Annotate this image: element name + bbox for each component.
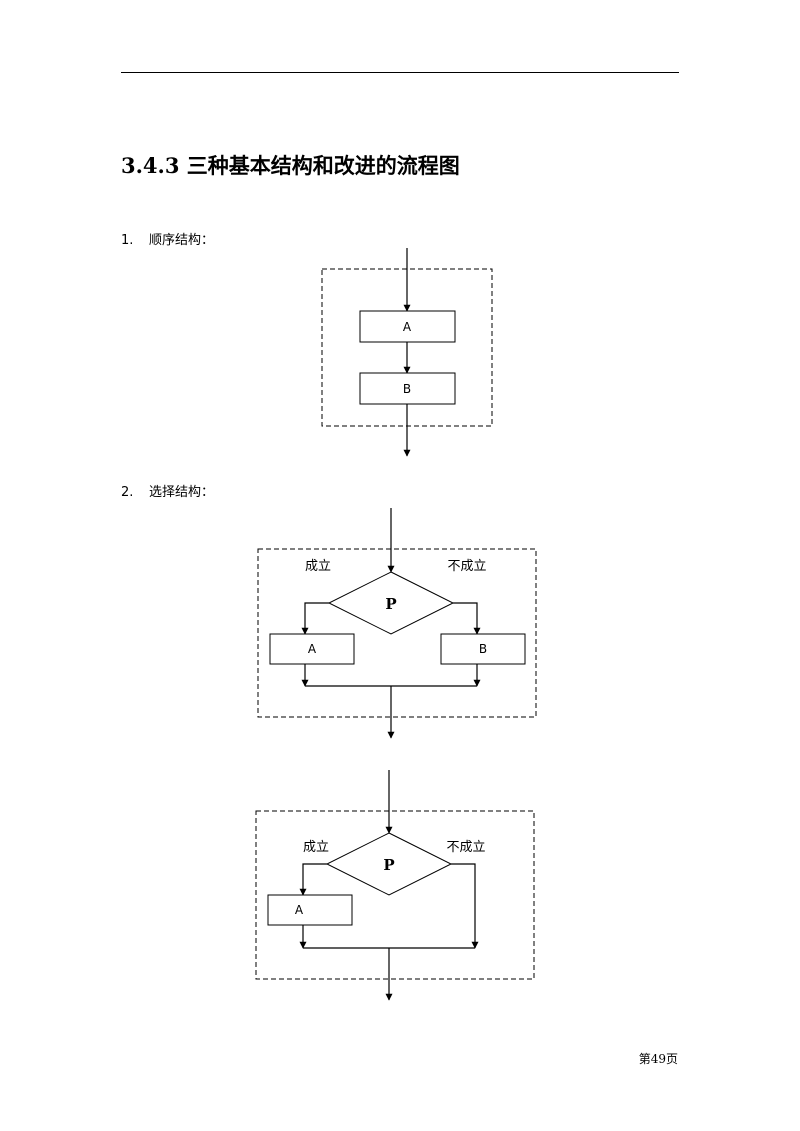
false-branch-arrow [451,863,479,949]
dashed-boundary [255,810,535,980]
process-box-a-label: A [403,320,412,334]
process-box-a: A [359,310,456,343]
process-box-a-label: A [308,642,317,656]
dashed-boundary [257,548,537,718]
decision-condition: P [385,595,396,613]
selection-diagram-single-branch: P 成立 不成立 A [255,770,535,1001]
list-item-number: 2. [121,485,134,500]
true-branch-label: 成立 [305,559,331,574]
list-item-label: 顺序结构： [149,233,215,248]
process-box-b-label: B [403,382,411,396]
list-item-number: 1. [121,233,134,248]
page-number: 第49页 [638,1052,678,1066]
selection-diagram-two-branches: P 成立 不成立 A B [257,508,537,739]
list-item-label: 选择结构： [149,485,215,500]
true-branch-label: 成立 [303,840,329,855]
process-box-b-label: B [479,642,487,656]
process-box-b: B [440,633,526,665]
process-box-a: A [267,894,353,926]
process-box-a-label: A [295,903,304,917]
false-branch-label: 不成立 [446,840,485,855]
true-branch-arrow [301,602,329,635]
decision-diamond [325,832,453,896]
true-branch-arrow [299,863,327,896]
decision-condition: P [383,856,394,874]
process-box-b: B [359,372,456,405]
list-item-sequence: 1. 顺序结构： [121,229,214,248]
header-rule [121,72,679,73]
sequence-diagram: A B [321,248,493,457]
list-item-selection: 2. 选择结构： [121,481,214,500]
process-box-a: A [269,633,355,665]
section-title: 3.4.3 三种基本结构和改进的流程图 [121,153,460,178]
decision-diamond [327,571,455,635]
false-branch-label: 不成立 [447,559,486,574]
false-branch-arrow [453,602,481,635]
